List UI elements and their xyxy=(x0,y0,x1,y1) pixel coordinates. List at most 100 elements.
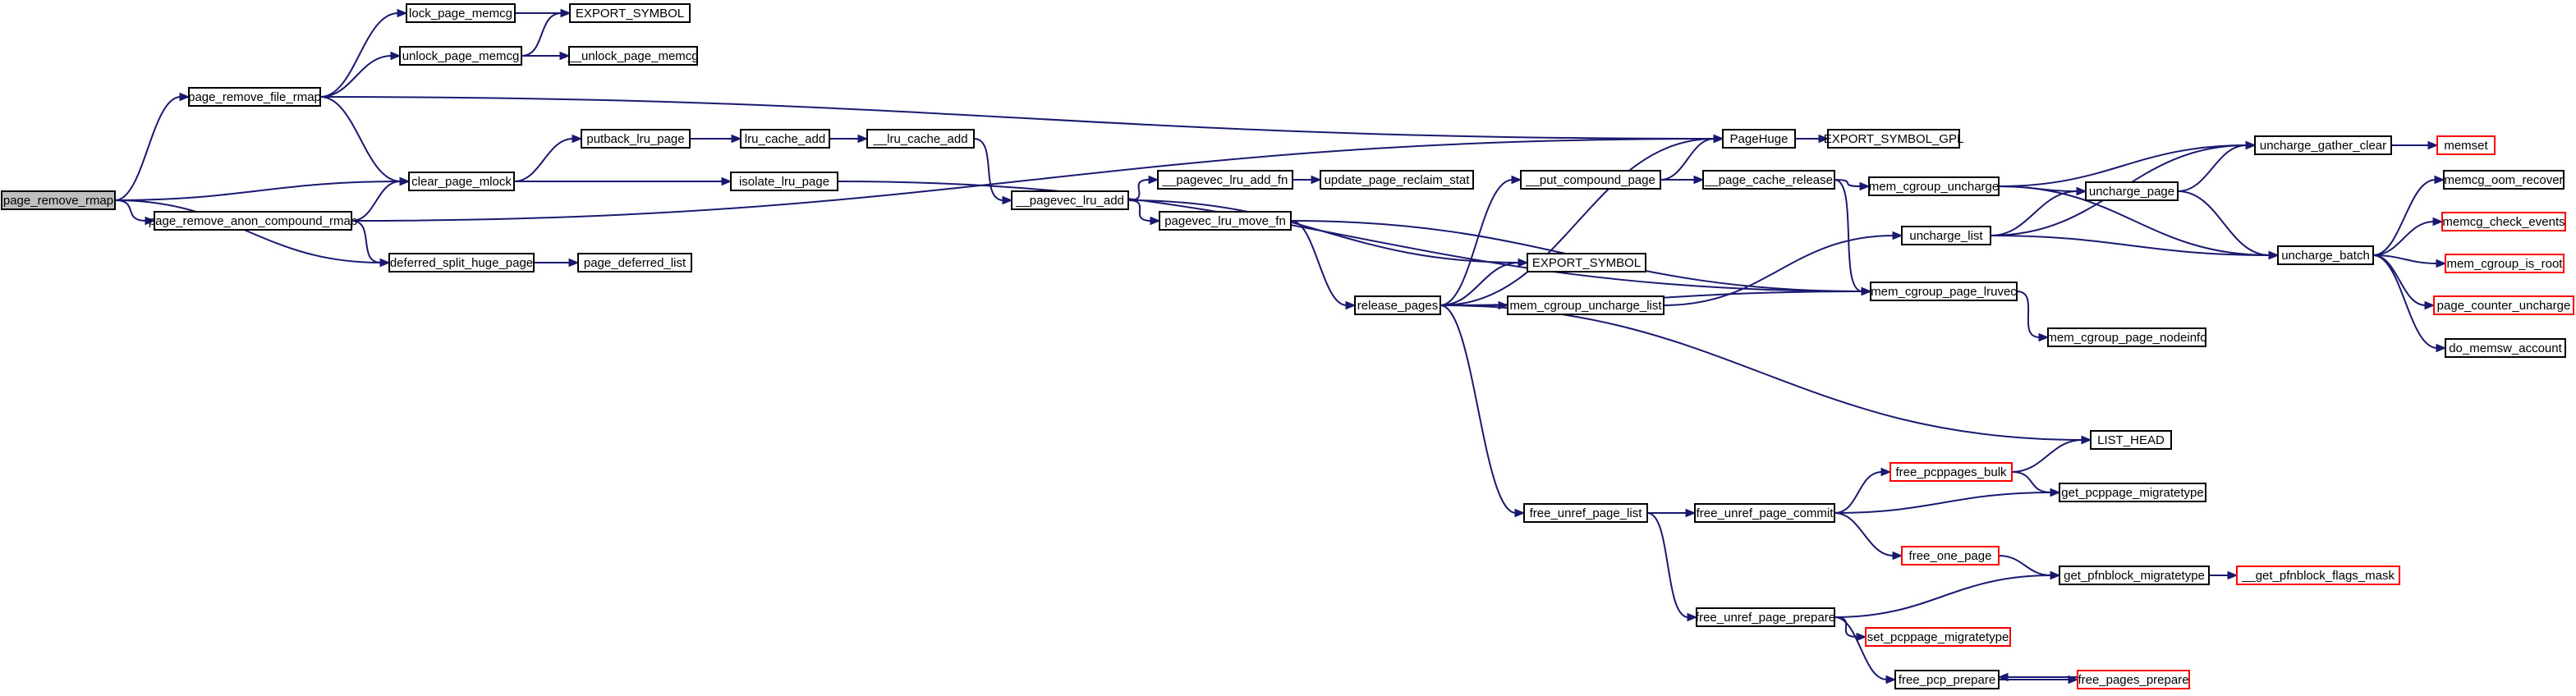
node-box-page-deferred-list[interactable] xyxy=(577,253,692,272)
node-box-pagevec-lru-add-fn[interactable] xyxy=(1157,170,1293,190)
node-box-export-symbol-mid[interactable] xyxy=(1527,253,1646,272)
node-box-unlock-page-memcg[interactable] xyxy=(399,46,522,66)
node-box-memcg-check-events[interactable] xyxy=(2441,212,2566,231)
node-pagevec-lru-move-fn[interactable]: pagevec_lru_move_fn xyxy=(1159,211,1292,231)
node-box-uncharge-gather-clear[interactable] xyxy=(2254,135,2392,155)
node-free-pages-prepare[interactable]: free_pages_prepare xyxy=(2077,670,2190,689)
node-mem-cgroup-uncharge[interactable]: mem_cgroup_uncharge xyxy=(1868,176,2000,196)
node-box-memset[interactable] xyxy=(2436,135,2496,155)
node-list-head[interactable]: LIST_HEAD xyxy=(2090,430,2172,450)
node-box-mem-cgroup-uncharge-list[interactable] xyxy=(1507,295,1665,315)
node-box-get-pfnblock-migratetype[interactable] xyxy=(2059,566,2210,585)
node-mem-cgroup-is-root[interactable]: mem_cgroup_is_root xyxy=(2445,254,2565,273)
node-box-free-pcp-prepare[interactable] xyxy=(1894,670,2000,689)
node-put-compound-page[interactable]: __put_compound_page xyxy=(1520,170,1661,190)
node-box-mem-cgroup-is-root[interactable] xyxy=(2445,254,2565,273)
node-box-uncharge-batch[interactable] xyxy=(2277,245,2374,265)
node-box-do-memsw-account[interactable] xyxy=(2445,338,2566,358)
node-pagevec-lru-add[interactable]: __pagevec_lru_add xyxy=(1011,190,1129,210)
node-isolate-lru-page[interactable]: isolate_lru_page xyxy=(730,172,838,191)
node-box-put-compound-page[interactable] xyxy=(1520,170,1661,190)
node-unlock-page-memcg[interactable]: __unlock_page_memcg xyxy=(567,46,699,66)
node-uncharge-batch[interactable]: uncharge_batch xyxy=(2277,245,2374,265)
node-box-page-remove-rmap[interactable] xyxy=(1,190,116,210)
node-box-deferred-split-huge-page[interactable] xyxy=(388,253,535,272)
node-box-export-symbol-gpl[interactable] xyxy=(1827,129,1960,149)
node-page-deferred-list[interactable]: page_deferred_list xyxy=(577,253,692,272)
node-unlock-page-memcg[interactable]: unlock_page_memcg xyxy=(399,46,522,66)
node-box-lru-cache-add[interactable] xyxy=(866,129,975,149)
node-uncharge-list[interactable]: uncharge_list xyxy=(1901,226,1991,245)
node-box-isolate-lru-page[interactable] xyxy=(730,172,838,191)
node-box-free-unref-page-commit[interactable] xyxy=(1694,503,1835,523)
node-box-mem-cgroup-uncharge[interactable] xyxy=(1868,176,2000,196)
node-box-putback-lru-page[interactable] xyxy=(581,129,691,149)
node-box-page-counter-uncharge[interactable] xyxy=(2433,295,2574,315)
node-deferred-split-huge-page[interactable]: deferred_split_huge_page xyxy=(388,253,535,272)
node-free-unref-page-list[interactable]: free_unref_page_list xyxy=(1523,503,1648,523)
node-box-get-pfnblock-flags-mask[interactable] xyxy=(2236,566,2400,585)
node-get-pfnblock-migratetype[interactable]: get_pfnblock_migratetype xyxy=(2059,566,2210,585)
node-free-pcp-prepare[interactable]: free_pcp_prepare xyxy=(1894,670,2000,689)
node-page-counter-uncharge[interactable]: page_counter_uncharge xyxy=(2433,295,2574,315)
node-box-mem-cgroup-page-nodeinfo[interactable] xyxy=(2047,327,2206,347)
node-box-export-symbol-top[interactable] xyxy=(569,3,691,23)
node-box-memcg-oom-recover[interactable] xyxy=(2443,170,2565,190)
node-page-remove-file-rmap[interactable]: page_remove_file_rmap xyxy=(188,87,321,107)
node-putback-lru-page[interactable]: putback_lru_page xyxy=(581,129,691,149)
node-export-symbol-top[interactable]: EXPORT_SYMBOL xyxy=(569,3,691,23)
node-free-unref-page-prepare[interactable]: free_unref_page_prepare xyxy=(1696,607,1835,627)
node-box-release-pages[interactable] xyxy=(1354,295,1441,315)
node-box-free-unref-page-list[interactable] xyxy=(1523,503,1648,523)
node-box-list-head[interactable] xyxy=(2090,430,2172,450)
node-page-cache-release[interactable]: __page_cache_release xyxy=(1702,170,1835,190)
node-box-set-pcppage-migratetype[interactable] xyxy=(1865,627,2011,647)
node-do-memsw-account[interactable]: do_memsw_account xyxy=(2445,338,2566,358)
node-uncharge-page[interactable]: uncharge_page xyxy=(2085,181,2179,201)
node-box-clear-page-mlock[interactable] xyxy=(408,172,515,191)
node-pagevec-lru-add-fn[interactable]: __pagevec_lru_add_fn xyxy=(1157,170,1293,190)
node-mem-cgroup-uncharge-list[interactable]: mem_cgroup_uncharge_list xyxy=(1507,295,1665,315)
node-get-pfnblock-flags-mask[interactable]: __get_pfnblock_flags_mask xyxy=(2236,566,2400,585)
node-release-pages[interactable]: release_pages xyxy=(1354,295,1441,315)
node-box-free-pcppages-bulk[interactable] xyxy=(1890,462,2013,482)
node-box-page-remove-anon-compound-rmap[interactable] xyxy=(154,211,352,231)
node-box-get-pcppage-migratetype[interactable] xyxy=(2059,483,2206,502)
node-lru-cache-add[interactable]: lru_cache_add xyxy=(740,129,830,149)
node-clear-page-mlock[interactable]: clear_page_mlock xyxy=(408,172,515,191)
node-export-symbol-gpl[interactable]: EXPORT_SYMBOL_GPL xyxy=(1824,129,1964,149)
node-page-remove-rmap[interactable]: page_remove_rmap xyxy=(1,190,116,210)
node-box-lock-page-memcg[interactable] xyxy=(406,3,516,23)
node-pagehuge[interactable]: PageHuge xyxy=(1722,129,1796,149)
node-box-free-unref-page-prepare[interactable] xyxy=(1696,607,1835,627)
node-box-update-page-reclaim-stat[interactable] xyxy=(1320,170,1474,190)
node-box-unlock-page-memcg[interactable] xyxy=(568,46,698,66)
node-get-pcppage-migratetype[interactable]: get_pcppage_migratetype xyxy=(2059,483,2206,502)
node-memcg-check-events[interactable]: memcg_check_events xyxy=(2441,212,2566,231)
node-box-page-remove-file-rmap[interactable] xyxy=(188,87,321,107)
node-uncharge-gather-clear[interactable]: uncharge_gather_clear xyxy=(2254,135,2392,155)
node-update-page-reclaim-stat[interactable]: update_page_reclaim_stat xyxy=(1320,170,1474,190)
node-box-pagehuge[interactable] xyxy=(1722,129,1796,149)
node-box-page-cache-release[interactable] xyxy=(1702,170,1835,190)
node-export-symbol-mid[interactable]: EXPORT_SYMBOL xyxy=(1527,253,1646,272)
node-box-uncharge-list[interactable] xyxy=(1901,226,1991,245)
node-free-unref-page-commit[interactable]: free_unref_page_commit xyxy=(1694,503,1835,523)
node-lru-cache-add[interactable]: __lru_cache_add xyxy=(866,129,975,149)
node-box-free-pages-prepare[interactable] xyxy=(2077,670,2190,689)
node-set-pcppage-migratetype[interactable]: set_pcppage_migratetype xyxy=(1865,627,2011,647)
node-mem-cgroup-page-lruvec[interactable]: mem_cgroup_page_lruvec xyxy=(1870,282,2018,301)
node-box-mem-cgroup-page-lruvec[interactable] xyxy=(1870,282,2018,301)
node-memcg-oom-recover[interactable]: memcg_oom_recover xyxy=(2443,170,2565,190)
node-memset[interactable]: memset xyxy=(2436,135,2496,155)
node-mem-cgroup-page-nodeinfo[interactable]: mem_cgroup_page_nodeinfo xyxy=(2046,327,2207,347)
node-box-pagevec-lru-add[interactable] xyxy=(1011,190,1129,210)
node-free-pcppages-bulk[interactable]: free_pcppages_bulk xyxy=(1890,462,2013,482)
node-box-uncharge-page[interactable] xyxy=(2085,181,2179,201)
node-box-pagevec-lru-move-fn[interactable] xyxy=(1159,211,1292,231)
node-box-lru-cache-add[interactable] xyxy=(740,129,830,149)
node-page-remove-anon-compound-rmap[interactable]: page_remove_anon_compound_rmap xyxy=(149,211,357,231)
node-lock-page-memcg[interactable]: lock_page_memcg xyxy=(406,3,516,23)
node-free-one-page[interactable]: free_one_page xyxy=(1901,546,2000,566)
node-box-free-one-page[interactable] xyxy=(1901,546,2000,566)
